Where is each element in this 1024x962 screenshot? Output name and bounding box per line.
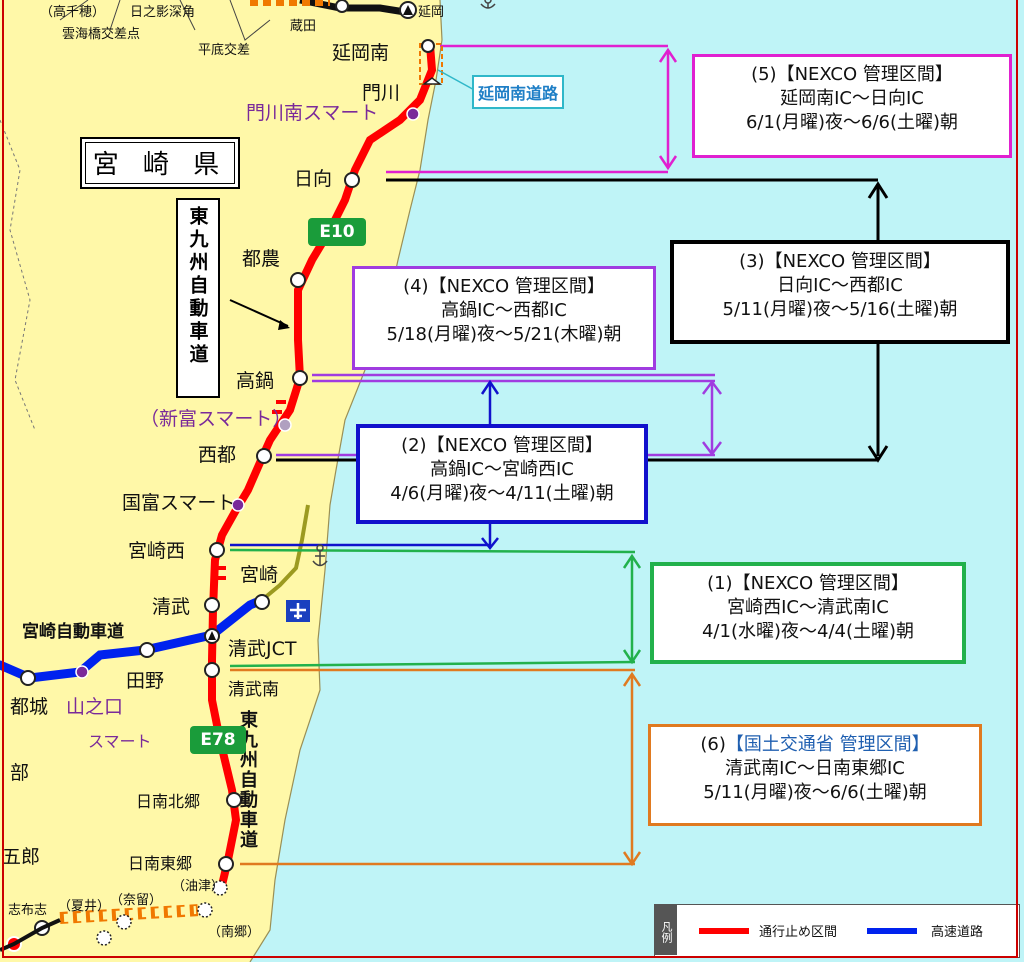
label-miyazaki-expressway: 宮崎自動車道 (22, 622, 124, 642)
label-hirasoko: 平底交差 (198, 43, 251, 58)
callout-3: (3)【NEXCO 管理区間】 日向IC～西都IC 5/11(月曜)夜～5/16… (670, 240, 1010, 344)
callout-5-section: 延岡南IC～日向IC (780, 88, 924, 109)
callout-1-section: 宮崎西IC～清武南IC (727, 597, 889, 618)
river-line (260, 504, 310, 602)
c5-lines (386, 44, 678, 174)
jct-markers (204, 1, 443, 644)
ic-markers (20, 0, 435, 872)
label-takachiho: （高千穂） (40, 5, 106, 20)
callout-6: (6)【国土交通省 管理区間】 清武南IC～日南東郷IC 5/11(月曜)夜～6… (648, 724, 982, 826)
border-line (0, 119, 36, 431)
callout-5-period: 6/1(月曜)夜～6/6(土曜)朝 (745, 112, 959, 133)
shintomi-smart-marker (278, 418, 292, 432)
callout-4-section: 高鍋IC～西都IC (441, 300, 567, 321)
callout-5: (5)【NEXCO 管理区間】 延岡南IC～日向IC 6/1(月曜)夜～6/6(… (692, 54, 1012, 158)
c2-lines (230, 379, 500, 551)
label-takanabe: 高鍋 (236, 370, 275, 392)
higashi-kyushu-box-text: 東九州自動車道 (186, 206, 209, 367)
expressway-blue-line (0, 595, 267, 683)
callout-6-title: 【国土交通省 管理区間】 (725, 734, 930, 755)
callout-2-title: (2)【NEXCO 管理区間】 (401, 435, 603, 456)
callout-1: (1)【NEXCO 管理区間】 宮崎西IC～清武南IC 4/1(水曜)夜～4/4… (650, 562, 966, 664)
label-shintomi-smart: （新富スマート） (140, 408, 292, 430)
callout-2-period: 4/6(月曜)夜～4/11(土曜)朝 (390, 483, 614, 504)
callout-3-section: 日向IC～西都IC (777, 275, 903, 296)
label-miyazaki: 宮崎 (240, 564, 279, 586)
c1-lines (229, 548, 642, 668)
local-road-line (179, 0, 271, 41)
label-nadome: （奈留） (110, 893, 163, 908)
legend-tag: 凡例 (655, 905, 677, 955)
planned-ic-markers (96, 880, 228, 946)
legend: 凡例 通行止め区間 高速道路 (654, 904, 1020, 958)
label-tano: 田野 (126, 670, 165, 692)
label-nobeoka: 延岡 (418, 5, 445, 20)
red-dash-marks (216, 400, 286, 580)
label-smart: スマート (88, 732, 152, 751)
callout-2: (2)【NEXCO 管理区間】 高鍋IC～宮崎西IC 4/6(月曜)夜～4/11… (356, 424, 648, 524)
label-bu: 部 (10, 762, 30, 784)
callout-5-title: (5)【NEXCO 管理区間】 (751, 64, 953, 85)
label-yamanokuchi: 山之口 (66, 696, 124, 718)
label-gorou: 五郎 (2, 846, 41, 868)
label-hinokage: 日之影深角 (130, 5, 196, 20)
callout-3-period: 5/11(月曜)夜～5/16(土曜)朝 (722, 299, 958, 320)
callout-6-section: 清武南IC～日南東郷IC (725, 758, 905, 779)
label-kiyotake-jct: 清武JCT (228, 638, 297, 660)
label-kunitomi-smart: 国富スマート (122, 492, 236, 514)
expressway-pointer-arrow (278, 320, 290, 330)
nobeoka-minami-road-label: 延岡南道路 (472, 75, 565, 109)
smart-ic-markers (75, 107, 420, 679)
label-unkai: 雲海橋交差点 (62, 27, 141, 42)
south-black-route (0, 918, 61, 952)
callout-6-num: (6) (700, 734, 726, 755)
minor-road-line (59, 0, 121, 31)
label-kiyotake-minami: 清武南 (228, 680, 279, 700)
legend-closed-label: 通行止め区間 (759, 925, 838, 940)
label-kiyotake: 清武 (152, 596, 191, 618)
label-saito: 西都 (198, 444, 237, 466)
label-tsuno: 都農 (242, 248, 281, 270)
callout-2-section: 高鍋IC～宮崎西IC (430, 459, 574, 480)
legend-expressway-label: 高速道路 (931, 925, 984, 940)
label-miyakonojo: 都城 (10, 696, 49, 718)
callout-3-title: (3)【NEXCO 管理区間】 (739, 251, 941, 272)
label-shibushi: 志布志 (8, 903, 48, 918)
label-nichinan-togo: 日南東郷 (128, 854, 193, 873)
c4-lines (276, 373, 722, 457)
label-kadokawa: 門川 (362, 82, 401, 104)
prefecture-label: 宮 崎 県 (80, 137, 240, 189)
callout-6-title-row: (6)【国土交通省 管理区間】 (651, 733, 979, 757)
callout-4-period: 5/18(月曜)夜～5/21(木曜)朝 (386, 324, 622, 345)
label-kurata: 蔵田 (290, 19, 317, 34)
coastline (249, 0, 443, 962)
callout-4: (4)【NEXCO 管理区間】 高鍋IC～西都IC 5/18(月曜)夜～5/21… (352, 266, 656, 370)
callout-6-period: 5/11(月曜)夜～6/6(土曜)朝 (703, 782, 927, 803)
e10-shield: E10 (308, 218, 366, 246)
prefecture-name: 宮 崎 県 (85, 142, 235, 184)
e78-shield: E78 (190, 726, 246, 754)
callout-4-title: (4)【NEXCO 管理区間】 (403, 276, 605, 297)
airport-icon (286, 600, 310, 622)
label-nango: （南郷） (208, 925, 261, 940)
c6-lines (230, 668, 642, 867)
nanro-pointer-line (437, 69, 479, 93)
label-hyuga: 日向 (294, 168, 333, 190)
label-kadokawa-minami-smart: 門川南スマート (246, 102, 379, 124)
callout-1-title: (1)【NEXCO 管理区間】 (707, 573, 909, 594)
legend-closed-swatch (699, 928, 749, 934)
label-nichinan-kitago: 日南北郷 (136, 792, 201, 811)
higashi-kyushu-box: 東九州自動車道 (176, 198, 220, 398)
label-natsui: （夏井） (58, 899, 111, 914)
label-miyazaki-nishi: 宮崎西 (128, 540, 186, 562)
port-icon (312, 0, 496, 567)
label-aburatsu: （油津） (172, 879, 225, 894)
expressway-pointer-line (229, 299, 289, 327)
legend-expressway-swatch (867, 928, 917, 934)
label-nobeoka-minami: 延岡南 (332, 42, 390, 64)
callout-1-period: 4/1(水曜)夜～4/4(土曜)朝 (701, 621, 915, 642)
